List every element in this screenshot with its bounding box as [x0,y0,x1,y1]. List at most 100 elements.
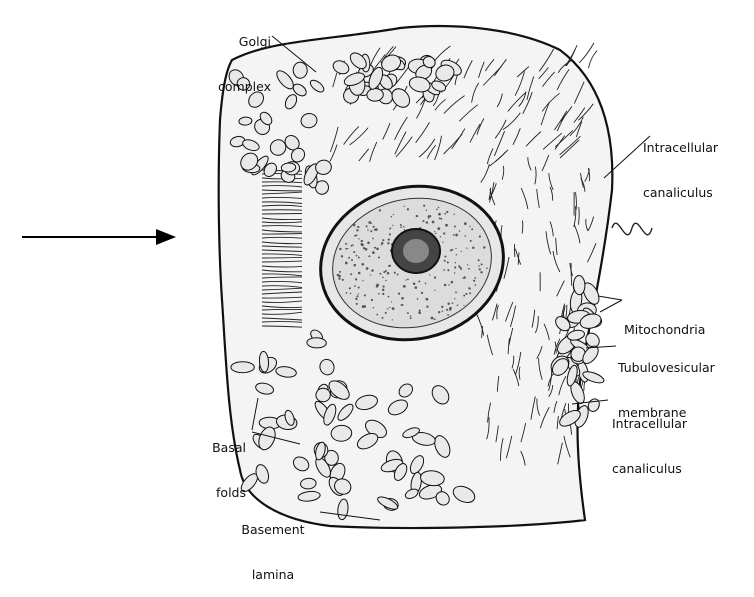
chromatin-dot [480,271,482,273]
chromatin-dot [407,208,409,210]
chromatin-dot [419,309,421,311]
chromatin-dot [455,248,456,249]
chromatin-dot [367,229,368,230]
chromatin-dot [447,314,449,316]
chromatin-dot [441,306,443,308]
chromatin-dot [401,297,404,300]
mitochondrion [581,369,605,385]
chromatin-dot [366,267,369,270]
chromatin-dot [464,235,466,237]
chromatin-dot [413,283,416,286]
chromatin-dot [372,251,375,254]
chromatin-dot [481,263,483,265]
canaliculus-stripe [588,51,597,69]
chromatin-dot [338,275,341,278]
chromatin-dot [389,228,391,230]
chromatin-dot [345,262,348,265]
chromatin-dot [385,270,387,272]
chromatin-dot [458,265,460,267]
chromatin-dot [358,286,360,288]
chromatin-dot [470,240,472,242]
chromatin-dot [376,314,378,316]
chromatin-dot [379,209,381,211]
chromatin-dot [461,268,463,270]
chromatin-dot [387,272,390,275]
chromatin-dot [368,221,371,224]
chromatin-dot [362,305,365,308]
label-basal-line1: Basal [190,440,246,455]
label-ic-top-line1: Intracellular [643,140,718,155]
chromatin-dot [444,213,446,215]
chromatin-dot [354,285,356,287]
chromatin-dot [345,248,347,250]
chromatin-dot [428,215,430,217]
chromatin-dot [438,207,439,208]
chromatin-dot [447,269,449,271]
label-golgi-complex: Golgi complex [205,4,271,109]
chromatin-dot [388,265,390,267]
chromatin-dot [356,255,358,257]
mitochondrion [315,388,330,403]
right-arrow-icon [22,229,176,245]
chromatin-dot [426,210,427,211]
chromatin-dot [443,232,445,234]
label-tubulo-line1: Tubulovesicular [618,360,715,375]
chromatin-dot [339,248,341,250]
chromatin-dot [442,241,443,242]
chromatin-dot [450,249,452,251]
chromatin-dot [392,225,393,226]
chromatin-dot [466,248,467,249]
chromatin-dot [371,223,372,224]
mitochondrion [239,117,253,126]
chromatin-dot [415,286,418,289]
chromatin-dot [385,312,387,314]
chromatin-dot [372,238,374,240]
chromatin-dot [438,213,441,216]
chromatin-dot [425,283,427,285]
chromatin-dot [400,226,402,228]
chromatin-dot [339,271,341,273]
chromatin-dot [422,220,424,222]
chromatin-dot [349,287,351,289]
chromatin-dot [398,292,400,294]
label-intracellular-canaliculus-top: Intracellular canaliculus [643,110,718,215]
chromatin-dot [479,268,481,270]
chromatin-dot [376,285,379,288]
chromatin-dot [444,255,446,257]
chromatin-dot [350,293,352,295]
chromatin-dot [465,293,467,295]
chromatin-dot [373,307,374,308]
chromatin-dot [354,235,356,237]
chromatin-dot [471,228,473,230]
chromatin-dot [438,311,440,313]
chromatin-dot [368,255,370,257]
chromatin-dot [378,256,380,258]
chromatin-dot [381,242,383,244]
chromatin-dot [436,208,438,210]
chromatin-dot [348,257,350,259]
chromatin-dot [448,284,450,286]
label-golgi-line2: complex [205,79,271,94]
chromatin-dot [387,242,389,244]
chromatin-dot [353,251,355,253]
chromatin-dot [357,226,359,228]
chromatin-dot [356,229,358,231]
canaliculus-stripe [579,43,594,63]
chromatin-dot [455,292,457,294]
chromatin-dot [447,261,449,263]
chromatin-dot [449,309,451,311]
chromatin-dot [370,230,372,232]
chromatin-dot [401,304,403,306]
chromatin-dot [385,280,387,282]
chromatin-dot [459,230,460,231]
chromatin-dot [346,292,348,294]
chromatin-dot [391,216,393,218]
chromatin-dot [357,295,359,297]
chromatin-dot [432,221,435,224]
chromatin-dot [443,269,445,271]
label-golgi-line1: Golgi [205,34,271,49]
chromatin-dot [463,276,465,278]
chromatin-dot [456,254,457,255]
chromatin-dot [442,310,444,312]
chromatin-dot [451,281,454,284]
